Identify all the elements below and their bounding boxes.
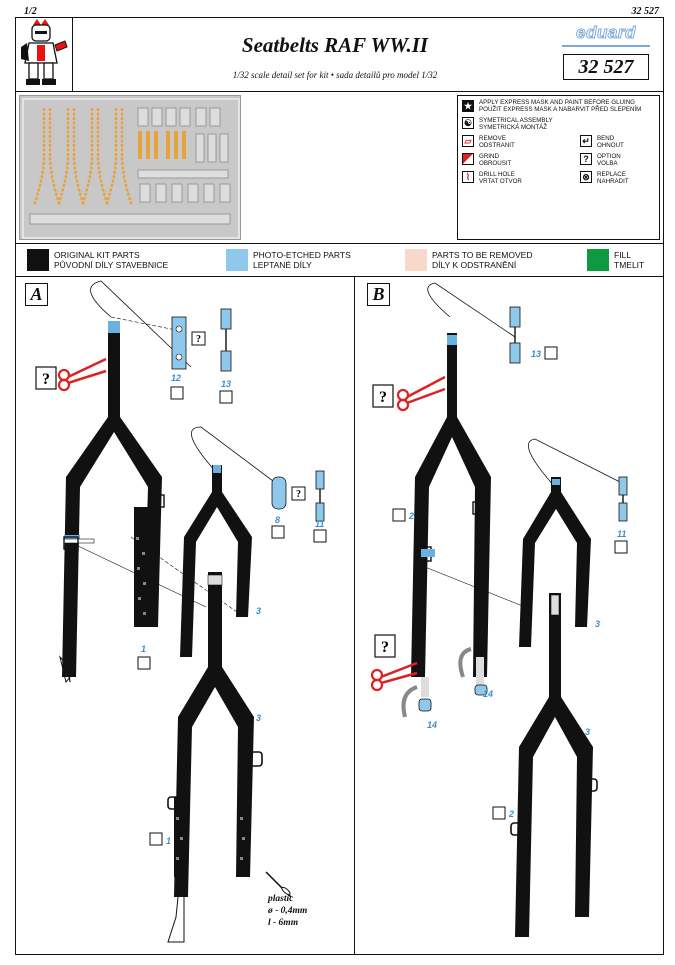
svg-text:?: ? (296, 489, 301, 500)
section-b-diagram: ? ? 13 2 11 3 14 14 3 2 (370, 282, 628, 937)
legend-symmetrical: SYMETRICAL ASSEMBLY SYMETRICKÁ MONTÁŽ (479, 117, 553, 131)
section-divider (354, 277, 356, 955)
part-num-b-3: 3 (595, 619, 600, 629)
section-a-label: A (25, 283, 48, 306)
legend-mask: APPLY EXPRESS MASK AND PAINT BEFORE GLUI… (479, 99, 642, 113)
scissors-icon (370, 661, 418, 692)
page-frame (15, 17, 664, 955)
part-13 (220, 308, 232, 372)
harness-a-upper (59, 321, 245, 684)
part-num-a-1b: 1 (166, 836, 171, 846)
product-code: 32 527 (563, 54, 649, 80)
fret-drawing (22, 98, 240, 239)
legend-drill: DRILL HOLE VRTAT OTVOR (479, 171, 522, 185)
section-b-label: B (367, 283, 390, 306)
document-title: Seatbelts RAF WW.II (241, 33, 429, 57)
part-11 (315, 470, 325, 522)
legend-option: OPTION VOLBA (597, 153, 621, 167)
part-num-a-12: 12 (171, 373, 181, 383)
part-num-b-2: 2 (408, 511, 414, 521)
part-num-b-13: 13 (531, 349, 541, 359)
legend-box: ★ APPLY EXPRESS MASK AND PAINT BEFORE GL… (457, 95, 660, 240)
mask-star-icon: ★ (462, 100, 474, 112)
harness-b-middle (519, 477, 591, 647)
key-fill: FILL TMELIT (614, 250, 645, 270)
part-num-b-2b: 2 (508, 809, 514, 819)
option-icon: ? (580, 153, 592, 165)
part-num-a-13: 13 (221, 379, 231, 389)
option-q-b: ? (379, 389, 387, 406)
swatch-removed (405, 249, 427, 271)
scissors-icon (396, 375, 446, 412)
grind-icon (462, 153, 474, 165)
fret-legend-band (15, 92, 664, 244)
part-11-b (618, 476, 628, 522)
part-13-b (509, 306, 521, 364)
section-a-diagram: ? ? ? 12 13 8 11 3 1 3 1 (35, 280, 327, 943)
logo-box (15, 17, 73, 92)
part-num-a-8: 8 (275, 515, 280, 525)
legend-bend: BEND OHNOUT (597, 135, 624, 149)
page-number: 1/2 (24, 6, 37, 17)
product-code-top: 32 527 (631, 6, 660, 17)
photo-etched-fret-image (19, 95, 241, 240)
option-q-a: ? (42, 371, 50, 388)
legend-remove: REMOVE ODSTRANIT (479, 135, 515, 149)
bend-icon: ↵ (580, 135, 592, 147)
harness-b-upper (401, 333, 526, 718)
part-num-a-11: 11 (315, 519, 324, 529)
key-photo-etched: PHOTO-ETCHED PARTS LEPTANÉ DÍLY (253, 250, 351, 270)
remove-icon: ▱ (462, 135, 474, 147)
svg-text:?: ? (381, 639, 389, 656)
drill-icon: ⌇ (462, 171, 474, 183)
swatch-fill (587, 249, 609, 271)
part-8 (271, 476, 287, 510)
color-key-band (15, 244, 664, 277)
part-12 (171, 316, 187, 370)
legend-grind: GRIND OBROUSIT (479, 153, 512, 167)
harness-a-middle (180, 465, 252, 672)
part-num-a-3b: 3 (256, 713, 261, 723)
knight-mascot-icon (21, 19, 68, 85)
swatch-original (27, 249, 49, 271)
part-num-a-3: 3 (256, 606, 261, 616)
part-num-b-14b: 14 (427, 720, 437, 730)
part-num-b-11: 11 (617, 529, 626, 539)
key-original: ORIGINAL KIT PARTS PŮVODNÍ DÍLY STAVEBNI… (54, 250, 169, 270)
key-removed: PARTS TO BE REMOVED DÍLY K ODSTRANĚNÍ (432, 250, 533, 270)
part-num-b-14: 14 (483, 689, 493, 699)
swatch-photo-etched (226, 249, 248, 271)
scissors-icon (57, 357, 107, 392)
svg-text:?: ? (196, 334, 201, 345)
brand-underline (562, 45, 650, 47)
header-band (15, 17, 664, 92)
part-num-a-1: 1 (141, 644, 146, 654)
legend-replace: REPLACE NAHRADIT (597, 171, 629, 185)
replace-icon: ⊗ (580, 171, 592, 183)
harness-b-lower (510, 593, 598, 937)
symmetry-icon: ☯ (462, 117, 474, 129)
harness-a-lower (167, 667, 292, 943)
brand-logo: eduard (576, 23, 636, 43)
plastic-note: plastic ø - 0,4mm l - 6mm (268, 894, 308, 928)
part-num-b-3b: 3 (585, 727, 590, 737)
document-subtitle: 1/32 scale detail set for kit • sada det… (232, 70, 438, 80)
